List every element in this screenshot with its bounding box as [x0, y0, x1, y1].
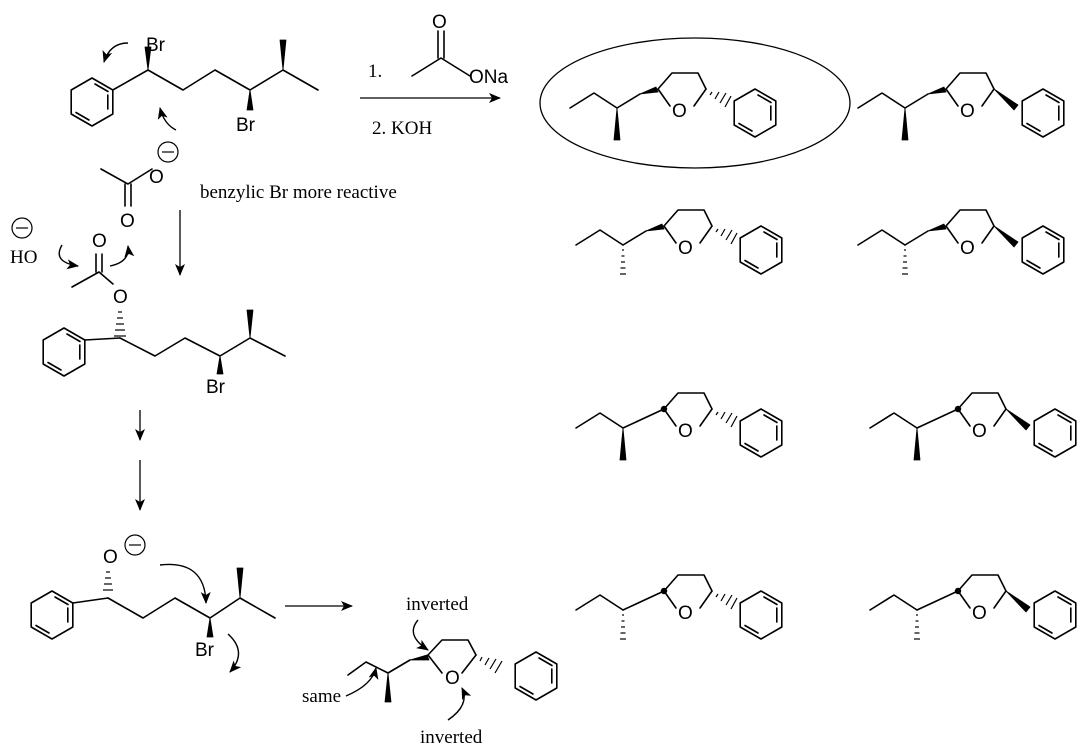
ester-bromine-label: Br [206, 377, 226, 398]
curved-arrow-same [345, 667, 379, 697]
candidate-4-2: O [869, 574, 1077, 640]
candidate-4-1: O [575, 574, 783, 640]
acetate-ona: ONa [469, 67, 509, 88]
benzylic-reactivity-note: benzylic Br more reactive [200, 182, 397, 203]
hashed-bond [114, 311, 126, 337]
ring-oxygen: O [672, 101, 687, 122]
candidate-1-1: O [569, 72, 777, 141]
hydroxide-label: HO [10, 247, 37, 268]
acetate-o-upper: O [149, 167, 164, 188]
reagent-arrow-group: 1. 2. KOH O ONa [360, 12, 509, 139]
curved-arrow-carbonyl [109, 245, 135, 267]
curved-arrow-attack [157, 107, 177, 131]
ring-oxygen: O [678, 238, 693, 259]
candidate-1-2: O [857, 72, 1065, 141]
candidate-3-1: O [575, 392, 783, 461]
inverted-label-top: inverted [406, 594, 469, 615]
alkoxide-intermediate: O Br [30, 534, 276, 673]
curved-arrow-bromide-leaving [227, 633, 242, 673]
correct-answer-ellipse [539, 37, 851, 169]
inverted-label-bottom: inverted [420, 727, 483, 747]
candidate-2-2: O [857, 209, 1065, 275]
product-molecule: O [347, 639, 558, 703]
final-product: inverted same inverted O [302, 594, 558, 747]
acetate-ester-intermediate: O O Br [42, 231, 286, 398]
candidate-3-2: O [869, 392, 1077, 461]
hashed-bond [479, 656, 503, 674]
curved-arrow-leaving-br [102, 42, 129, 63]
negative-charge-icon [11, 217, 33, 239]
step-1-label: 1. [368, 61, 382, 82]
acetate-nucleophile: O O [100, 141, 179, 232]
ring-oxygen: O [972, 603, 987, 624]
alkoxide-o: O [103, 547, 118, 568]
negative-charge-icon [124, 534, 146, 556]
ring-oxygen: O [972, 421, 987, 442]
ester-o: O [113, 287, 128, 308]
starting-dibromide: Br Br [70, 35, 319, 136]
hashed-bond [103, 571, 113, 591]
step-2-label: 2. KOH [372, 118, 432, 139]
hydroxide-attack: HO [10, 217, 135, 270]
acetate-carbonyl-o: O [432, 12, 447, 33]
product-ring-o: O [445, 668, 460, 689]
acetate-o-lower: O [120, 211, 135, 232]
ring-oxygen: O [678, 603, 693, 624]
curved-arrow-inverted-bottom [447, 687, 472, 721]
curved-arrow-inverted-top [412, 619, 429, 651]
negative-charge-icon [157, 141, 179, 163]
candidate-2-1: O [575, 209, 783, 275]
benzylic-bromine-label: Br [146, 35, 166, 56]
alkoxide-bromine-label: Br [195, 640, 215, 661]
secondary-bromine-label: Br [236, 115, 256, 136]
same-label: same [302, 686, 341, 707]
curved-arrow-ring-closure [159, 563, 211, 604]
curved-arrow-hydroxide [58, 244, 79, 270]
ester-carbonyl-o: O [92, 231, 107, 252]
ring-oxygen: O [678, 421, 693, 442]
ring-oxygen: O [960, 101, 975, 122]
ring-oxygen: O [960, 238, 975, 259]
